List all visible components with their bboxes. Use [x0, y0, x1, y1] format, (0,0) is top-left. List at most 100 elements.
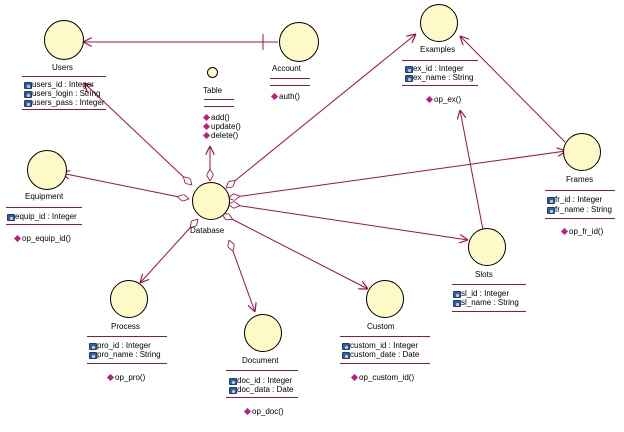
operation-row: op_ex() [425, 95, 461, 104]
attribute-row: custom_id : Integer [342, 341, 418, 350]
attribute-text: users_pass : Integer [32, 98, 105, 107]
attribute-icon [342, 343, 350, 350]
attribute-text: sl_name : String [461, 298, 519, 307]
attribute-text: ex_id : Integer [413, 64, 464, 73]
class-account-separator [270, 85, 310, 86]
class-frames-separator [545, 190, 615, 191]
attribute-icon [89, 343, 97, 350]
link-database-examples [226, 34, 416, 188]
attribute-text: equip_id : Integer [15, 212, 77, 221]
class-account-symbol [279, 22, 319, 62]
operation-icon [560, 227, 569, 236]
class-document-separator [226, 370, 298, 371]
operation-text: op_pro() [115, 373, 146, 382]
class-frames-separator [545, 218, 615, 219]
attribute-row: doc_id : Integer [229, 376, 292, 385]
class-examples-separator [402, 60, 478, 61]
attribute-text: ex_name : String [413, 73, 474, 82]
attribute-icon [89, 352, 97, 359]
attribute-text: custom_date : Date [350, 350, 420, 359]
link-slots-examples [460, 110, 484, 231]
operation-text: op_custom_id() [359, 373, 415, 382]
attribute-text: sl_id : Integer [461, 289, 510, 298]
operation-text: update() [211, 122, 241, 131]
attribute-icon [405, 75, 413, 82]
attribute-text: fr_name : String [555, 205, 612, 214]
operation-text: auth() [279, 92, 300, 101]
class-equipment-separator [6, 207, 82, 208]
attribute-row: users_login : String [24, 89, 100, 98]
attribute-icon [405, 66, 413, 73]
operation-row: update() [202, 122, 241, 131]
operation-icon [202, 122, 211, 131]
attribute-row: doc_data : Date [229, 385, 293, 394]
operation-icon [243, 407, 252, 416]
operation-icon [350, 373, 359, 382]
class-table-symbol [207, 67, 218, 78]
attribute-icon [453, 291, 461, 298]
attribute-text: doc_id : Integer [237, 376, 293, 385]
class-equipment-separator [6, 224, 82, 225]
link-database-custom [222, 214, 368, 289]
class-slots-separator [452, 284, 526, 285]
attribute-text: fr_id : Integer [555, 195, 603, 204]
operation-text: op_doc() [252, 407, 284, 416]
attribute-row: sl_id : Integer [453, 289, 509, 298]
attribute-row: users_pass : Integer [24, 98, 104, 107]
operation-text: delete() [211, 131, 239, 140]
class-custom-separator [340, 363, 430, 364]
attribute-icon [24, 82, 32, 89]
class-account-separator [270, 78, 310, 79]
class-document-name: Document [242, 356, 279, 365]
operation-row: delete() [202, 131, 239, 140]
attribute-icon [24, 91, 32, 98]
operation-text: op_equip_id() [22, 234, 71, 243]
operation-icon [202, 131, 211, 140]
attribute-row: pro_name : String [89, 350, 161, 359]
class-database-symbol [192, 182, 230, 220]
attribute-text: doc_data : Date [237, 385, 294, 394]
class-table-separator [204, 99, 234, 100]
link-database-document [229, 240, 255, 312]
class-custom-symbol [366, 280, 404, 318]
link-frames-examples [460, 36, 566, 143]
class-custom-separator [340, 336, 430, 337]
class-equipment-symbol [27, 150, 67, 190]
class-process-symbol [110, 280, 148, 318]
operation-row: auth() [270, 92, 300, 101]
operation-text: add() [211, 113, 230, 122]
operation-icon [425, 95, 434, 104]
attribute-row: custom_date : Date [342, 350, 419, 359]
class-equipment-name: Equipment [25, 192, 64, 201]
operation-icon [106, 373, 115, 382]
attribute-row: ex_id : Integer [405, 64, 464, 73]
class-process-separator [87, 363, 167, 364]
attribute-row: fr_name : String [547, 205, 612, 214]
class-custom-name: Custom [367, 322, 395, 331]
operation-icon [13, 234, 22, 243]
attribute-icon [547, 207, 555, 214]
operation-row: op_pro() [106, 373, 146, 382]
attribute-row: sl_name : String [453, 298, 519, 307]
class-frames-name: Frames [566, 175, 594, 184]
class-process-separator [87, 336, 167, 337]
attribute-text: pro_name : String [97, 350, 161, 359]
class-table-name: Table [203, 86, 223, 95]
class-users-name: Users [52, 63, 73, 72]
class-table-separator [204, 106, 234, 107]
class-slots-name: Slots [475, 270, 493, 279]
operation-row: op_equip_id() [13, 234, 71, 243]
link-database-users [84, 83, 192, 185]
operation-icon [202, 113, 211, 122]
class-users-separator [22, 109, 106, 110]
attribute-icon [229, 387, 237, 394]
attribute-row: ex_name : String [405, 73, 473, 82]
link-database-equipment [61, 173, 189, 199]
class-examples-symbol [420, 4, 458, 42]
attribute-icon [547, 197, 555, 204]
attribute-row: users_id : Integer [24, 80, 94, 89]
attribute-text: users_login : String [32, 89, 101, 98]
class-frames-symbol [563, 133, 601, 171]
class-process-name: Process [111, 322, 140, 331]
